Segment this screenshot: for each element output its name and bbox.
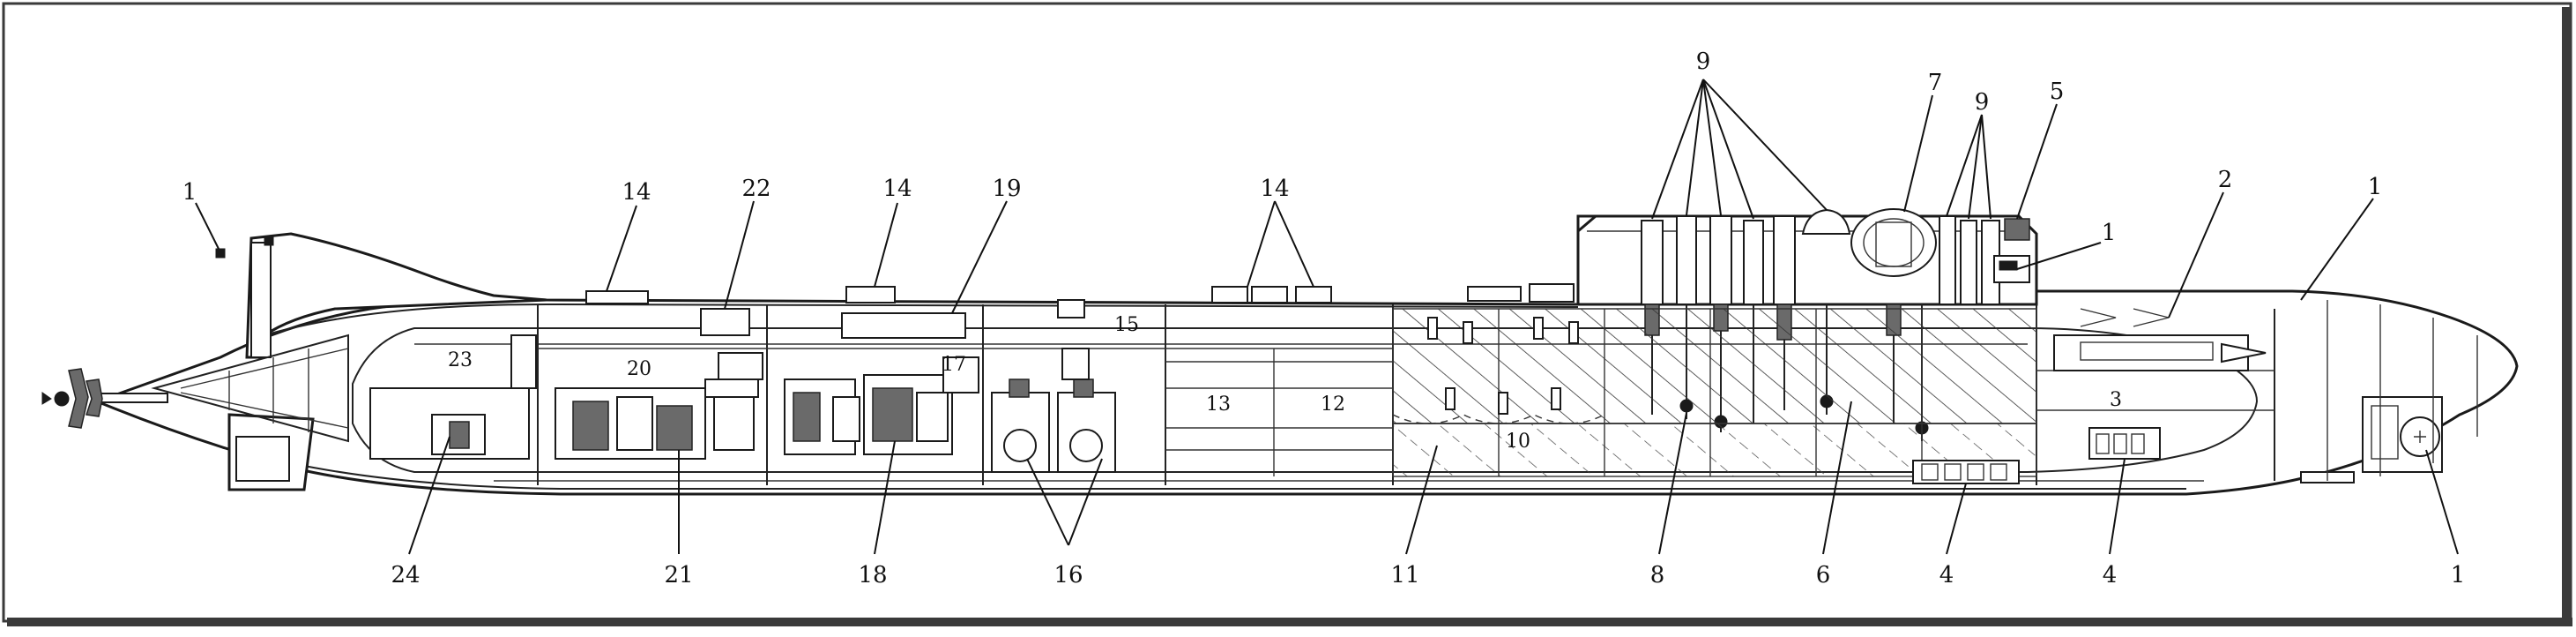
machinery-fore (585, 283, 2478, 483)
callout-24: 24 (391, 562, 420, 588)
callout-9-fwd: 9 (1975, 89, 1990, 116)
callout-1-stern: 1 (182, 179, 197, 206)
callout-18: 18 (858, 562, 887, 588)
callout-21: 21 (664, 562, 693, 588)
callout-22: 22 (741, 176, 771, 202)
callout-14-fwd: 14 (1260, 176, 1289, 202)
callout-6: 6 (1816, 562, 1831, 588)
compartment-23: 23 (448, 349, 473, 371)
callout-1-low: 1 (2451, 562, 2466, 588)
callout-7: 7 (1928, 70, 1943, 96)
stern-section (41, 232, 547, 491)
callout-1-sail: 1 (2102, 220, 2117, 246)
compartment-13: 13 (1206, 393, 1231, 416)
machinery-aft (369, 299, 1605, 476)
callout-14-mid: 14 (882, 176, 912, 202)
compartment-3: 3 (2110, 389, 2122, 411)
callout-16: 16 (1053, 562, 1083, 588)
compartment-15: 15 (1114, 314, 1139, 336)
compartment-17: 17 (942, 354, 966, 376)
callout-5: 5 (2050, 79, 2065, 105)
compartment-10: 10 (1506, 431, 1530, 453)
callout-1-bow: 1 (2368, 174, 2383, 200)
callout-leaders (195, 79, 2459, 555)
callout-14-aft: 14 (622, 179, 651, 206)
callout-4-b: 4 (2103, 562, 2118, 588)
picture-frame (2, 2, 2572, 626)
compartment-12: 12 (1321, 393, 1345, 416)
compartment-20: 20 (627, 358, 651, 380)
control-deck-hatching (1392, 308, 2037, 484)
callout-11: 11 (1390, 562, 1419, 588)
compartment-numbers: 23 20 17 15 13 12 10 3 (448, 314, 2122, 453)
callout-numbers: 1 14 22 14 19 14 9 7 9 5 1 2 1 24 21 18 … (182, 49, 2466, 588)
callout-8: 8 (1650, 562, 1665, 588)
callout-9-sail: 9 (1696, 49, 1711, 75)
callout-4-a: 4 (1939, 562, 1954, 588)
callout-2: 2 (2218, 167, 2233, 193)
callout-19: 19 (992, 176, 1021, 202)
